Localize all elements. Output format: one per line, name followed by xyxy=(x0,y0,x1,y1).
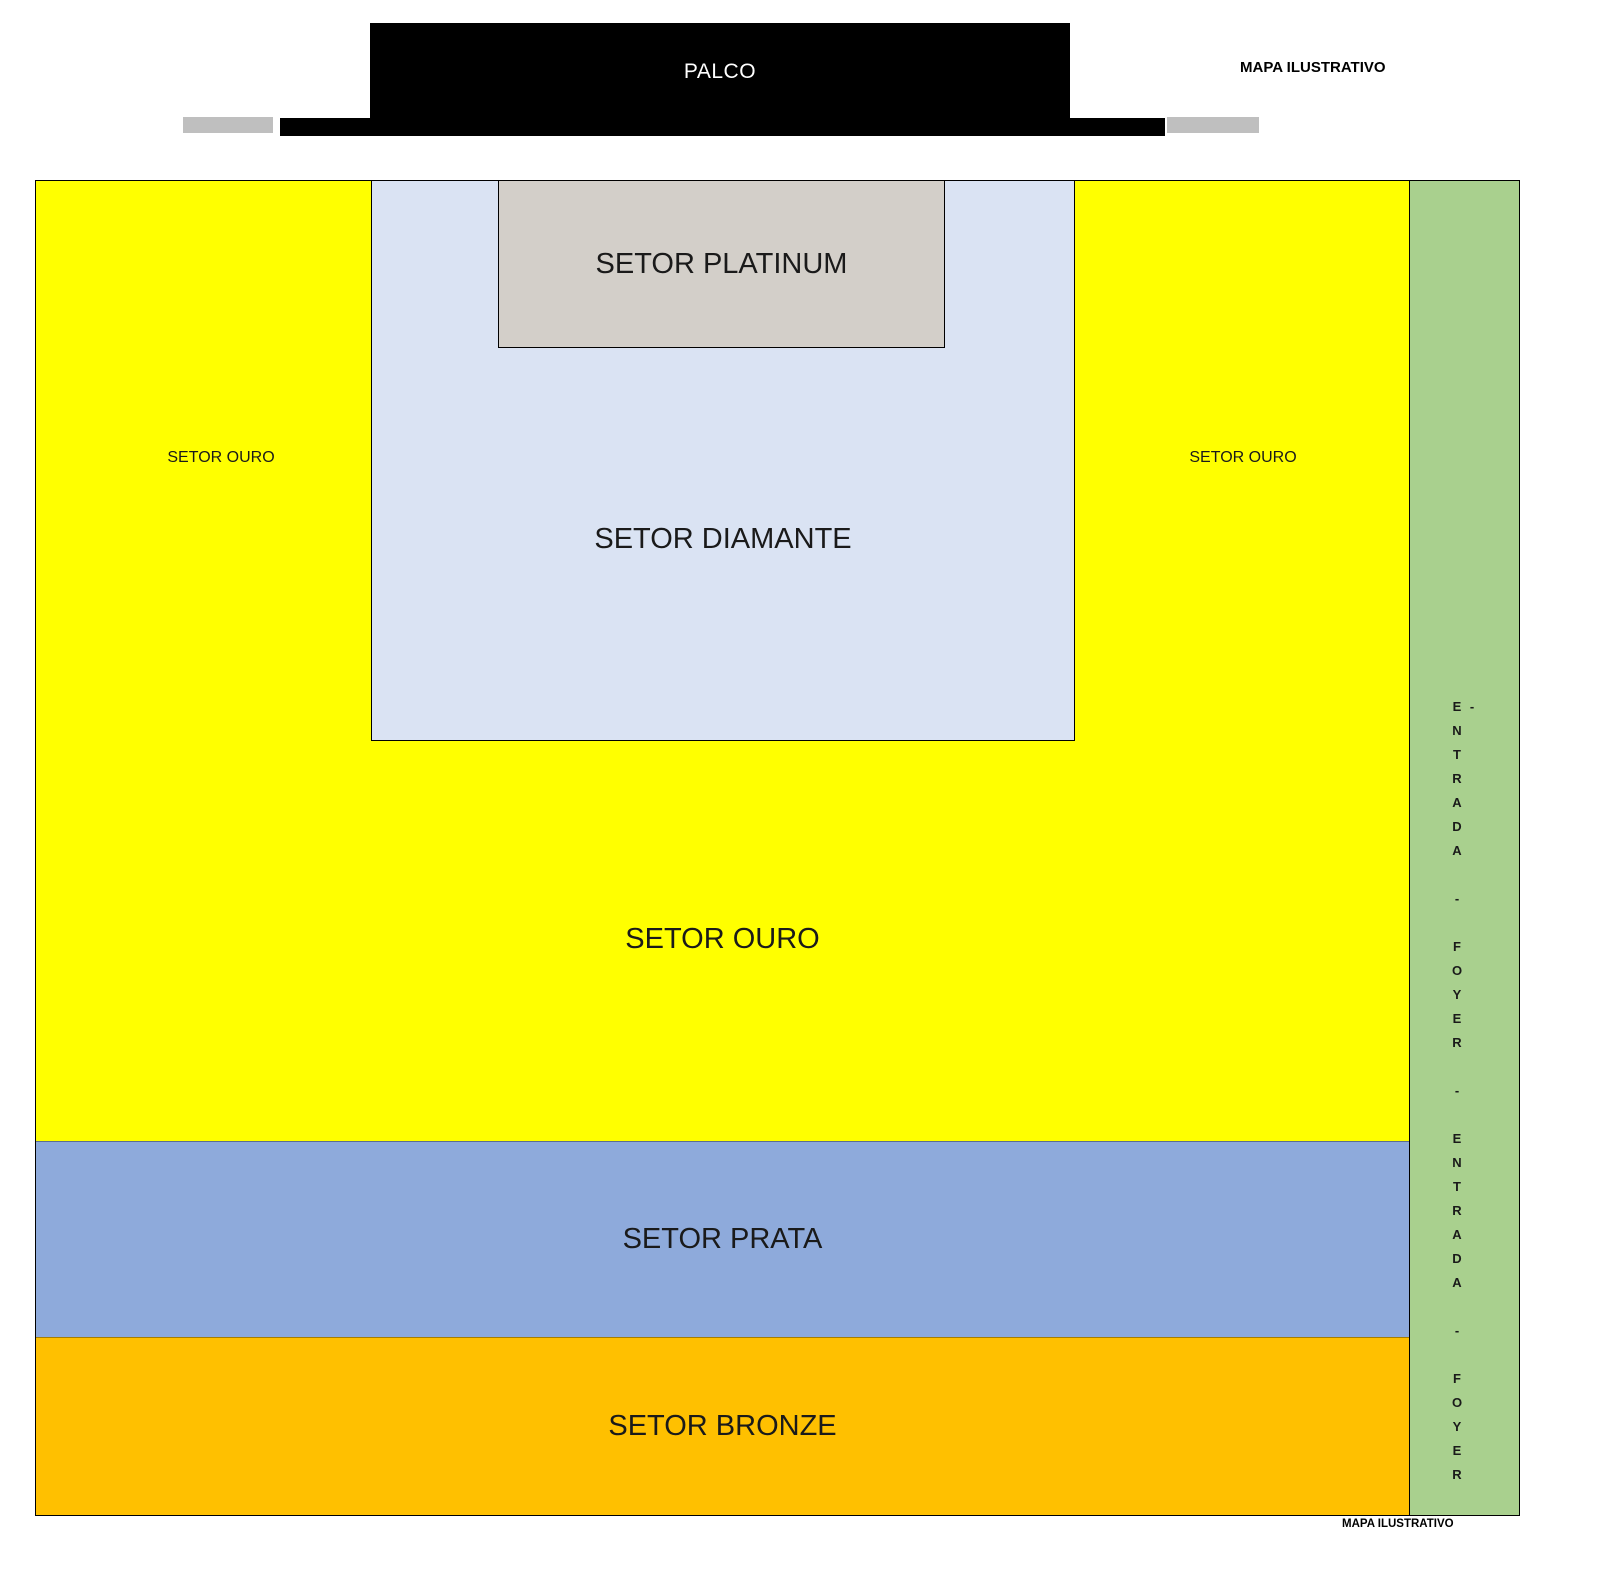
sector-prata-region[interactable]: SETOR PRATA xyxy=(36,1141,1409,1337)
stage-side-bar-left xyxy=(183,117,273,133)
sector-diamante-label: SETOR DIAMANTE xyxy=(594,523,852,555)
sector-diamante-region[interactable]: SETOR DIAMANTE xyxy=(371,181,1075,741)
sector-bronze-label: SETOR BRONZE xyxy=(608,1410,837,1442)
sector-prata-label: SETOR PRATA xyxy=(622,1223,823,1255)
stage-side-bar-right xyxy=(1167,117,1259,133)
entrance-foyer-label: ENTRADA - FOYER - ENTRADA - FOYER - xyxy=(1449,699,1480,1491)
seating-map: SETOR OURO SETOR OURO SETOR OURO SETOR D… xyxy=(35,180,1520,1516)
stage-label: PALCO xyxy=(683,59,757,83)
sector-bronze-region[interactable]: SETOR BRONZE xyxy=(36,1337,1409,1515)
stage: PALCO xyxy=(370,23,1070,120)
sector-ouro-center-label: SETOR OURO xyxy=(625,923,820,955)
map-note-top: MAPA ILUSTRATIVO xyxy=(1240,59,1386,76)
map-note-bottom: MAPA ILUSTRATIVO xyxy=(1342,1518,1454,1530)
sector-platinum-region[interactable]: SETOR PLATINUM xyxy=(498,181,945,348)
sector-ouro-right-label: SETOR OURO xyxy=(1189,449,1297,466)
stage-apron-bar xyxy=(280,118,1165,136)
entrance-foyer-strip: ENTRADA - FOYER - ENTRADA - FOYER - xyxy=(1409,181,1519,1515)
sector-platinum-label: SETOR PLATINUM xyxy=(595,247,848,280)
sector-ouro-left-label: SETOR OURO xyxy=(167,449,275,466)
